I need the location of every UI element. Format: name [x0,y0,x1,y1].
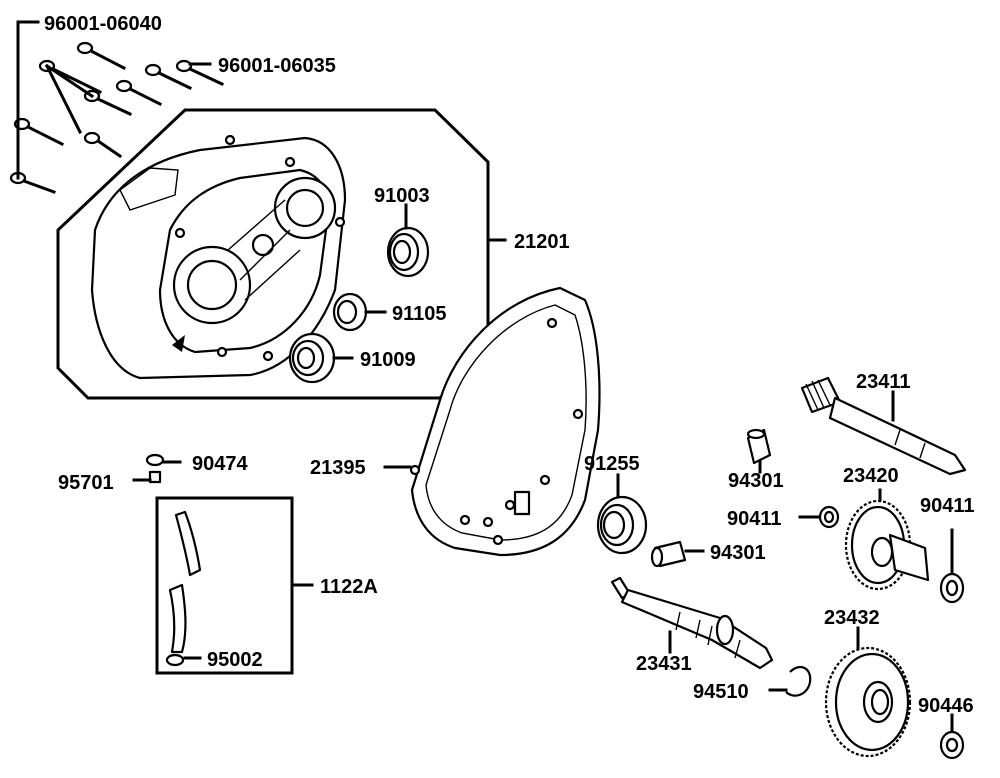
bearing-91003[interactable] [386,226,430,278]
gasket-21395[interactable] [409,286,601,557]
bearing-91105[interactable] [332,292,368,332]
label-23420[interactable]: 23420 [843,465,899,487]
seal-91255[interactable] [596,495,648,555]
label-23411[interactable]: 23411 [856,371,911,393]
pin-94301-top[interactable] [746,428,772,465]
label-94301-top[interactable]: 94301 [728,470,784,492]
label-1122a[interactable]: 1122A [320,576,378,598]
label-94301-mid[interactable]: 94301 [710,542,766,564]
bearing-91009[interactable] [288,332,336,384]
label-bolt-b[interactable]: 96001-06035 [218,55,336,77]
label-90474[interactable]: 90474 [192,453,248,475]
bolt-95701[interactable] [148,470,162,484]
label-90411-right[interactable]: 90411 [920,495,975,517]
bolt[interactable] [115,79,163,107]
leader-bolt-a-3 [44,63,95,99]
label-23432[interactable]: 23432 [824,607,880,629]
label-bolt-a[interactable]: 96001-06040 [44,13,162,35]
bolt[interactable] [175,59,224,86]
label-91255[interactable]: 91255 [584,453,640,475]
washer-90411-right[interactable] [939,572,965,604]
gear-23420[interactable] [844,499,930,591]
label-23431[interactable]: 23431 [636,653,692,675]
clip-95002[interactable] [165,653,185,667]
label-90411-left[interactable]: 90411 [727,508,782,530]
label-95002[interactable]: 95002 [207,649,263,671]
label-91009[interactable]: 91009 [360,349,416,371]
washer-90446[interactable] [939,730,965,760]
circlip-94510[interactable] [785,665,812,697]
shaft-23431[interactable] [610,576,774,670]
label-95701[interactable]: 95701 [58,472,114,494]
case-cover[interactable] [90,134,347,380]
label-case-cover[interactable]: 21201 [514,231,570,253]
label-90446[interactable]: 90446 [918,695,974,717]
hose[interactable] [168,510,202,654]
label-gasket[interactable]: 21395 [310,457,366,479]
washer-90474[interactable] [145,453,165,467]
leader-bolt-a [16,20,40,180]
bolt[interactable] [13,117,65,147]
leader-bolt-a-2 [44,63,83,135]
bolt[interactable] [83,131,123,159]
shaft-23411[interactable] [800,376,967,476]
label-91105[interactable]: 91105 [392,303,447,325]
label-94510[interactable]: 94510 [693,681,749,703]
label-91003[interactable]: 91003 [374,185,430,207]
pin-94301-mid[interactable] [650,540,687,568]
bolt[interactable] [144,63,193,91]
bolt[interactable] [76,41,127,71]
gear-23432[interactable] [824,646,912,758]
washer-90411-left[interactable] [818,505,840,529]
